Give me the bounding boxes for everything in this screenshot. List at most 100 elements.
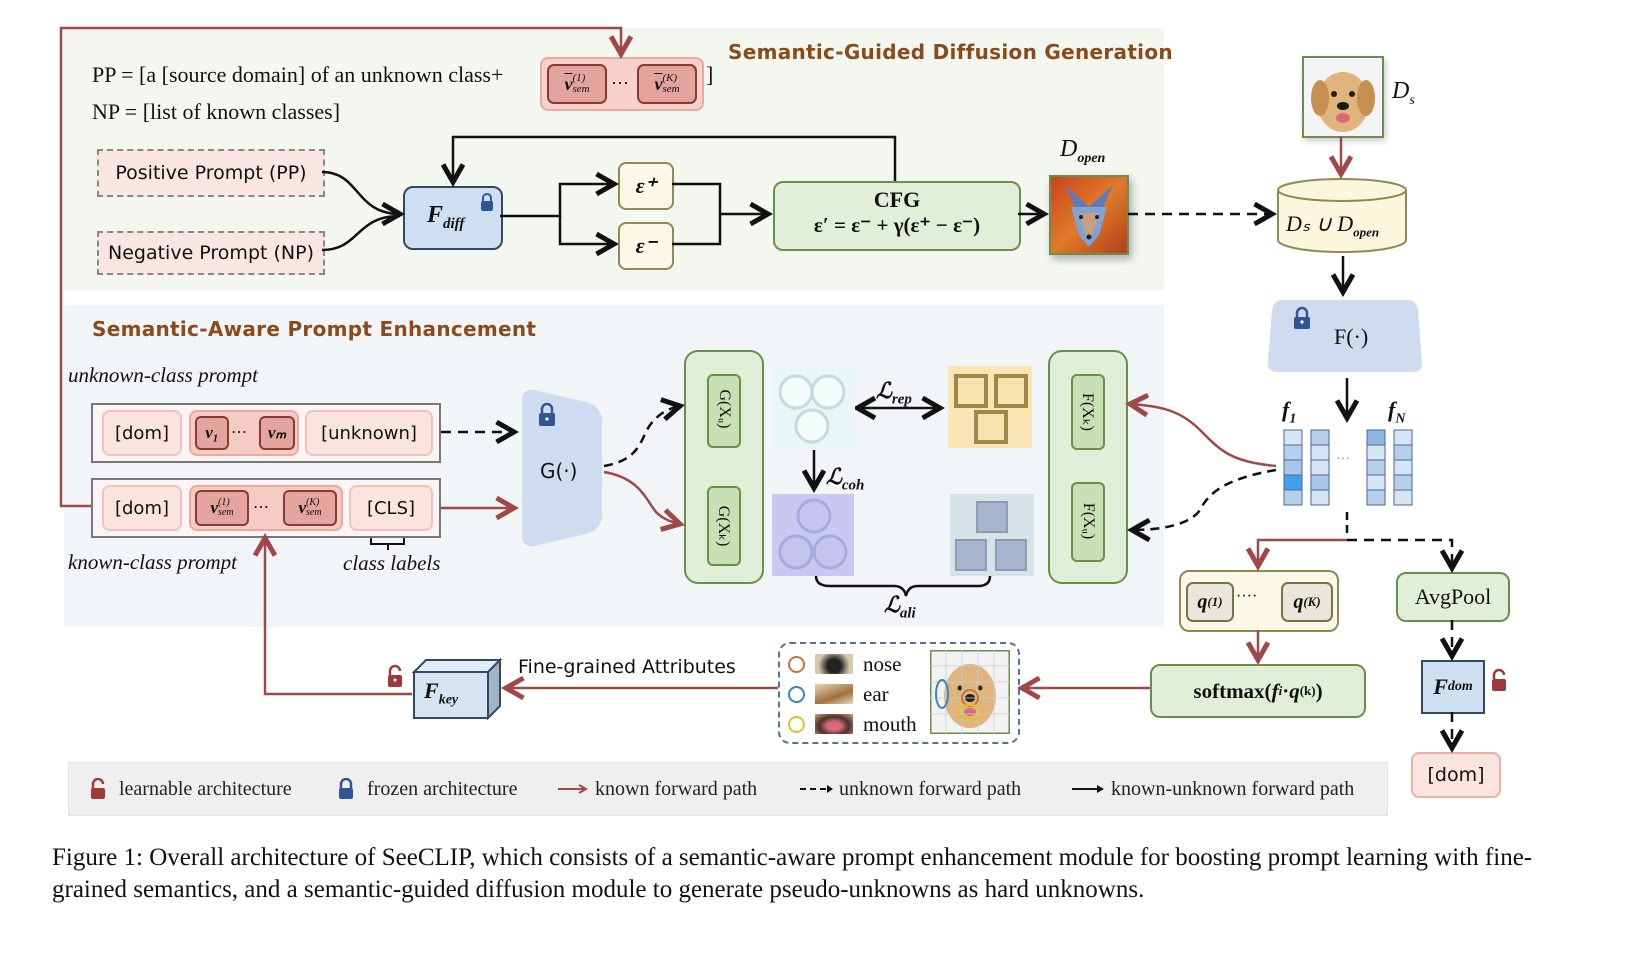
cfg-feedback-arrow [453,135,897,182]
np-definition: NP = [list of known classes] [92,99,341,124]
unknown-dom-token: [dom] [102,410,182,456]
negative-prompt-box: Negative Prompt (NP) [97,231,325,275]
np-to-fdiff-arrow [321,214,401,252]
eps-merge-line [672,182,722,246]
unknown-text-embeddings [772,366,854,448]
features-ellipsis: ··· [1336,452,1350,467]
cls-token: [CLS] [349,485,433,531]
g-xu-feature: G(Xᵤ) [707,374,741,448]
f-diff-box: Fdiff [403,186,503,250]
prototype-qK: q(K) [1281,582,1333,622]
pp-close-bracket: ] [706,62,714,87]
f-dom-learnable-lock-icon [1492,668,1506,691]
union-dataset-label: Dₛ ∪ Dopen [1286,211,1380,240]
unknown-class-token: [unknown] [305,410,433,456]
fN-label: fN [1388,397,1406,427]
f-xk-feature: F(Xₖ) [1071,374,1105,450]
cfg-title: CFG [873,187,921,212]
ear-marker-icon [788,685,805,703]
class-labels-brace [370,538,405,550]
f-encoder-label: F(·) [1334,324,1369,349]
text-encoder-shape [522,389,602,547]
f-key-module [412,658,502,720]
pp-token-ellipsis: ⋯ [611,73,629,93]
context-ellipsis: ⋯ [231,424,247,441]
g-xk-feature: G(Xₖ) [707,486,741,566]
unknown-class-prompt: [dom] v₁ ⋯ vₘ [unknown] [91,403,441,463]
known-text-embeddings [772,494,854,576]
prototype-ellipsis: ···· [1236,588,1258,605]
d-s-label: Ds [1392,78,1415,108]
mouth-marker-icon [788,715,805,733]
dog-attention-image [930,650,1010,734]
coyote-generated-image [1049,175,1129,255]
loss-coh-label: ℒcoh [826,464,865,494]
features-to-prototypes-arrow [1258,538,1347,566]
semantic-feedback-arrow [59,26,621,508]
legend-known-path: known forward path [557,763,757,815]
locked-padlock-icon [339,778,353,799]
prompt-section-title: Semantic-Aware Prompt Enhancement [92,317,537,341]
dom-output-token: [dom] [1411,752,1501,798]
cfg-box: CFG ε′ = ε⁻ + γ(ε⁺ − ε⁻) [773,181,1021,251]
context-token-vm: vₘ [259,416,295,450]
f-diff-label: Fdiff [427,202,465,232]
feature-vectors [1283,429,1413,506]
coyote-icon [1065,185,1113,247]
unknown-context-group: v₁ ⋯ vₘ [189,410,299,456]
f1-label: f1 [1282,397,1297,427]
positive-prompt-box: Positive Prompt (PP) [97,149,325,197]
attribute-nose: nose [788,652,902,676]
g-to-gxk-arrow [603,470,680,524]
loss-ali-brace [814,575,992,597]
f-key-label: Fkey [424,678,459,708]
context-token-v1: v₁ [195,416,229,450]
semantic-token-vsem-k: v(K)sem [283,490,337,526]
text-features-column: G(Xᵤ) G(Xₖ) [684,350,764,584]
pp-token-vsem-1: v(1)sem [547,64,607,104]
dashed-arrow-icon [800,785,833,793]
pp-definition: PP = [a [source domain] of an unknown cl… [92,62,504,87]
diffusion-section-title: Semantic-Guided Diffusion Generation [728,40,1173,64]
prototype-q1: q(1) [1186,582,1234,622]
features-to-avgpool-arrow [1347,538,1452,568]
legend-frozen: frozen architecture [337,763,517,815]
legend: learnable architecture frozen architectu… [68,762,1388,816]
pp-to-fdiff-arrow [321,170,400,214]
semantic-token-vsem-1: v(1)sem [195,490,249,526]
g-to-gxu-arrow [603,406,680,468]
features-to-fxu-arrow [1132,468,1277,530]
g-encoder-lock-icon [539,402,555,426]
f-key-learnable-lock-icon [388,664,402,687]
fdiff-to-eps-minus-arrow [558,216,614,244]
nose-marker-icon [788,655,805,673]
f-diff-lock-icon [481,193,493,211]
source-dog-image [1302,56,1384,138]
unknown-class-prompt-label: unknown-class prompt [68,363,258,387]
nose-patch-image [815,654,853,674]
red-arrow-icon [558,784,589,794]
d-open-label: Dopen [1060,136,1106,166]
known-image-embeddings [948,366,1032,448]
eps-minus-box: ε⁻ [618,222,674,270]
g-encoder-label: G(·) [540,459,578,483]
figure-caption: Figure 1: Overall architecture of SeeCLI… [52,844,1533,903]
attributes-box: nose ear mouth [778,642,1020,744]
prototype-group: q(1) ···· q(K) [1179,570,1339,632]
ear-patch-image [815,684,853,704]
f-xu-feature: F(Xᵤ) [1071,482,1105,562]
eps-plus-box: ε⁺ [618,162,674,210]
fine-grained-attributes-label: Fine-grained Attributes [518,656,736,678]
avgpool-box: AvgPool [1396,572,1510,622]
legend-unknown-path: unknown forward path [799,763,1021,815]
known-semantic-group: v(1)sem ⋯ v(K)sem [189,485,343,531]
attribute-ear: ear [788,682,889,706]
dataset-cylinder [1277,178,1407,253]
dog-icon [1311,72,1375,132]
legend-learnable: learnable architecture [89,763,292,815]
f-encoder-lock-icon [1294,306,1310,329]
black-arrow-icon [1072,785,1104,793]
